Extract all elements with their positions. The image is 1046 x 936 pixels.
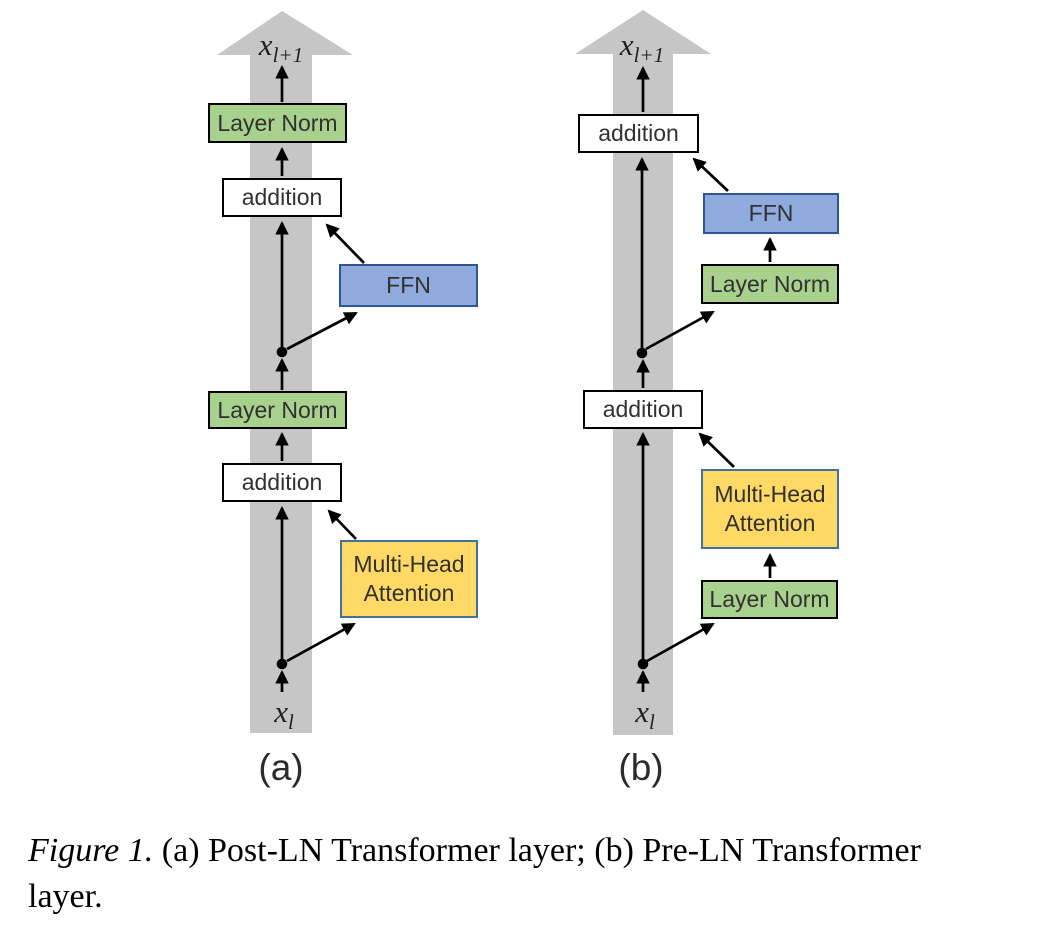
ffn-box-b: FFN	[703, 193, 839, 234]
multi-head-attention-box-a: Multi-Head Attention	[340, 540, 478, 618]
layer-norm-bottom-label-b: Layer Norm	[709, 586, 830, 612]
addition-bottom-label-a: addition	[241, 469, 323, 495]
multi-head-attention-box-b: Multi-Head Attention	[701, 469, 839, 549]
output-var-a: x	[258, 27, 273, 62]
multi-head-attention-label-b: Multi-Head Attention	[714, 481, 826, 536]
ffn-box-a: FFN	[339, 264, 478, 307]
addition-bottom-box-b: addition	[583, 390, 703, 429]
flow-arrows-b	[635, 65, 777, 692]
layer-norm-top-label-a: Layer Norm	[217, 109, 338, 136]
input-label-b: xl	[635, 694, 655, 733]
input-label-a: xl	[274, 694, 294, 733]
layer-norm-top-box-a: Layer Norm	[208, 103, 347, 143]
addition-top-label-a: addition	[241, 184, 323, 210]
output-sub-a: l+1	[272, 43, 304, 68]
panel-tag-a: (a)	[258, 747, 304, 788]
layer-norm-top-box-b: Layer Norm	[701, 264, 839, 304]
output-sub-b: l+1	[633, 43, 665, 68]
output-label-b: xl+1	[619, 27, 664, 66]
ffn-label-a: FFN	[386, 272, 431, 298]
addition-bottom-label-b: addition	[602, 396, 684, 422]
addition-bottom-box-a: addition	[222, 463, 342, 502]
flow-arrows-a	[275, 64, 365, 692]
panel-tag-b: (b)	[618, 747, 664, 788]
layer-norm-bottom-box-a: Layer Norm	[208, 391, 347, 429]
input-var-a: x	[274, 694, 288, 729]
figure-caption: Figure 1. (a) Post-LN Transformer layer;…	[28, 828, 1028, 920]
input-sub-a: l	[287, 710, 294, 735]
addition-top-label-b: addition	[598, 120, 679, 146]
input-var-b: x	[635, 694, 649, 729]
layer-norm-bottom-box-b: Layer Norm	[701, 580, 838, 619]
caption-text-line2: layer.	[28, 878, 103, 915]
addition-top-box-b: addition	[578, 114, 699, 153]
ffn-label-b: FFN	[748, 200, 794, 226]
addition-top-box-a: addition	[222, 178, 342, 217]
output-label-a: xl+1	[258, 27, 303, 66]
caption-figure-number: Figure 1.	[28, 832, 154, 869]
layer-norm-top-label-b: Layer Norm	[709, 270, 831, 297]
output-var-b: x	[619, 27, 634, 62]
caption-text-line1: (a) Post-LN Transformer layer; (b) Pre-L…	[161, 832, 921, 869]
layer-norm-bottom-label-a: Layer Norm	[217, 396, 338, 423]
input-sub-b: l	[648, 710, 655, 735]
branch-dots	[276, 346, 649, 670]
multi-head-attention-label-a: Multi-Head Attention	[353, 551, 465, 606]
